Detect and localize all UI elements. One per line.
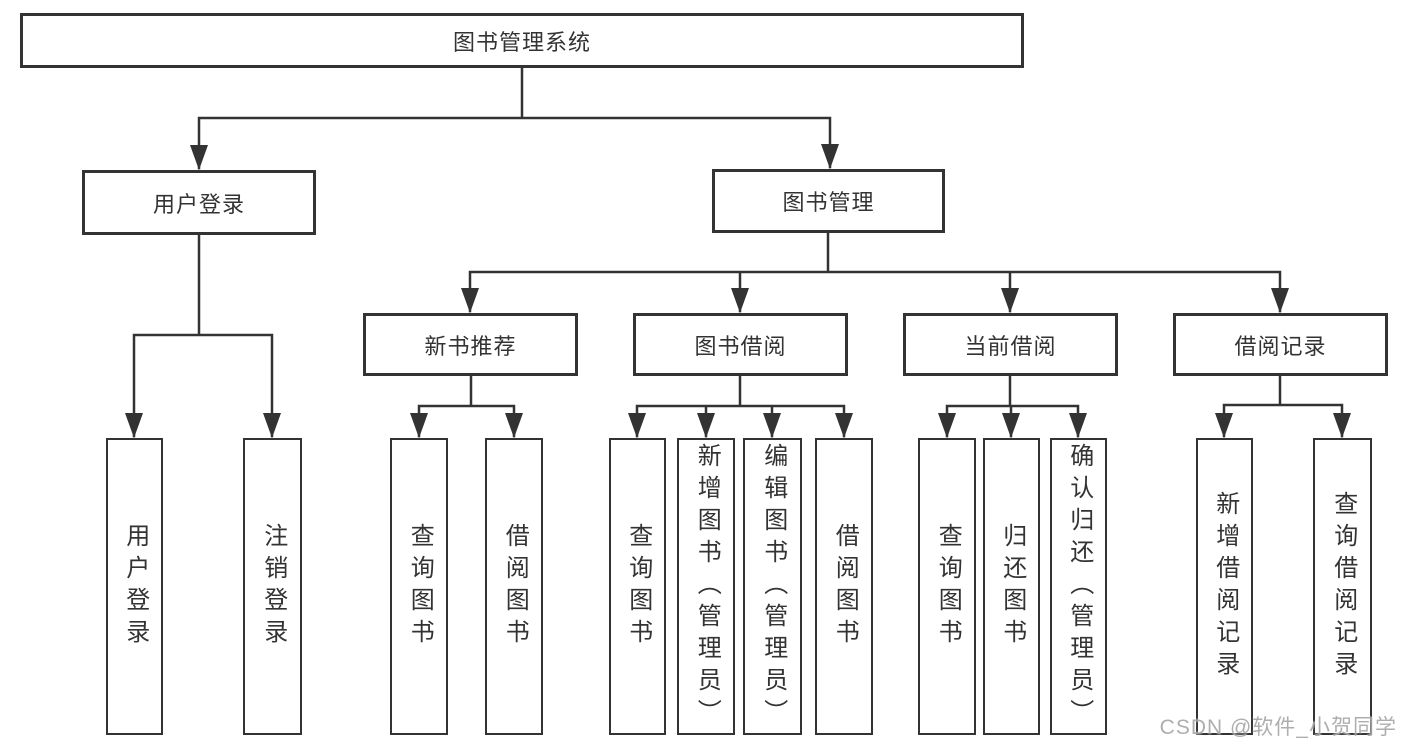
node-library-management-system: 图书管理系统: [20, 13, 1024, 68]
arrowhead: [763, 413, 781, 438]
arrowhead: [1215, 413, 1233, 438]
arrowhead: [1271, 288, 1289, 313]
leaf-logout: 注销登录: [243, 438, 302, 735]
arrowhead: [190, 145, 208, 170]
arrowhead: [505, 413, 523, 438]
leaf-query-books-borrow: 查询图书: [609, 438, 666, 735]
leaf-query-books-recommend: 查询图书: [390, 438, 448, 735]
arrowhead: [697, 413, 715, 438]
leaf-borrow-books-recommend: 借阅图书: [485, 438, 543, 735]
leaf-add-book-admin: 新增图书（管理员）: [677, 438, 735, 735]
arrowhead: [1333, 413, 1351, 438]
arrowhead: [410, 413, 428, 438]
arrowhead: [731, 288, 749, 313]
arrowhead: [461, 288, 479, 313]
leaf-user-login: 用户登录: [106, 438, 163, 735]
arrowhead: [1001, 288, 1019, 313]
arrowhead: [1069, 413, 1087, 438]
arrowhead: [1002, 413, 1020, 438]
node-borrow-records: 借阅记录: [1173, 313, 1388, 376]
leaf-borrow-books: 借阅图书: [815, 438, 873, 735]
arrowhead: [628, 413, 646, 438]
leaf-query-books-current: 查询图书: [918, 438, 976, 735]
arrowhead: [938, 413, 956, 438]
leaf-add-borrow-record: 新增借阅记录: [1196, 438, 1253, 735]
node-book-borrow: 图书借阅: [633, 313, 848, 376]
leaf-confirm-return-admin: 确认归还（管理员）: [1050, 438, 1107, 735]
arrowhead: [835, 413, 853, 438]
node-book-management: 图书管理: [712, 169, 945, 233]
node-user-login: 用户登录: [82, 170, 316, 235]
csdn-watermark: CSDN @软件_小贺同学: [1159, 716, 1397, 739]
arrowhead: [125, 413, 143, 438]
leaf-return-book: 归还图书: [983, 438, 1040, 735]
node-new-book-recommend: 新书推荐: [363, 313, 578, 376]
node-current-borrow: 当前借阅: [903, 313, 1118, 376]
arrowhead: [263, 413, 281, 438]
leaf-edit-book-admin: 编辑图书（管理员）: [743, 438, 802, 735]
leaf-query-borrow-record: 查询借阅记录: [1313, 438, 1372, 735]
arrowhead: [821, 144, 839, 169]
